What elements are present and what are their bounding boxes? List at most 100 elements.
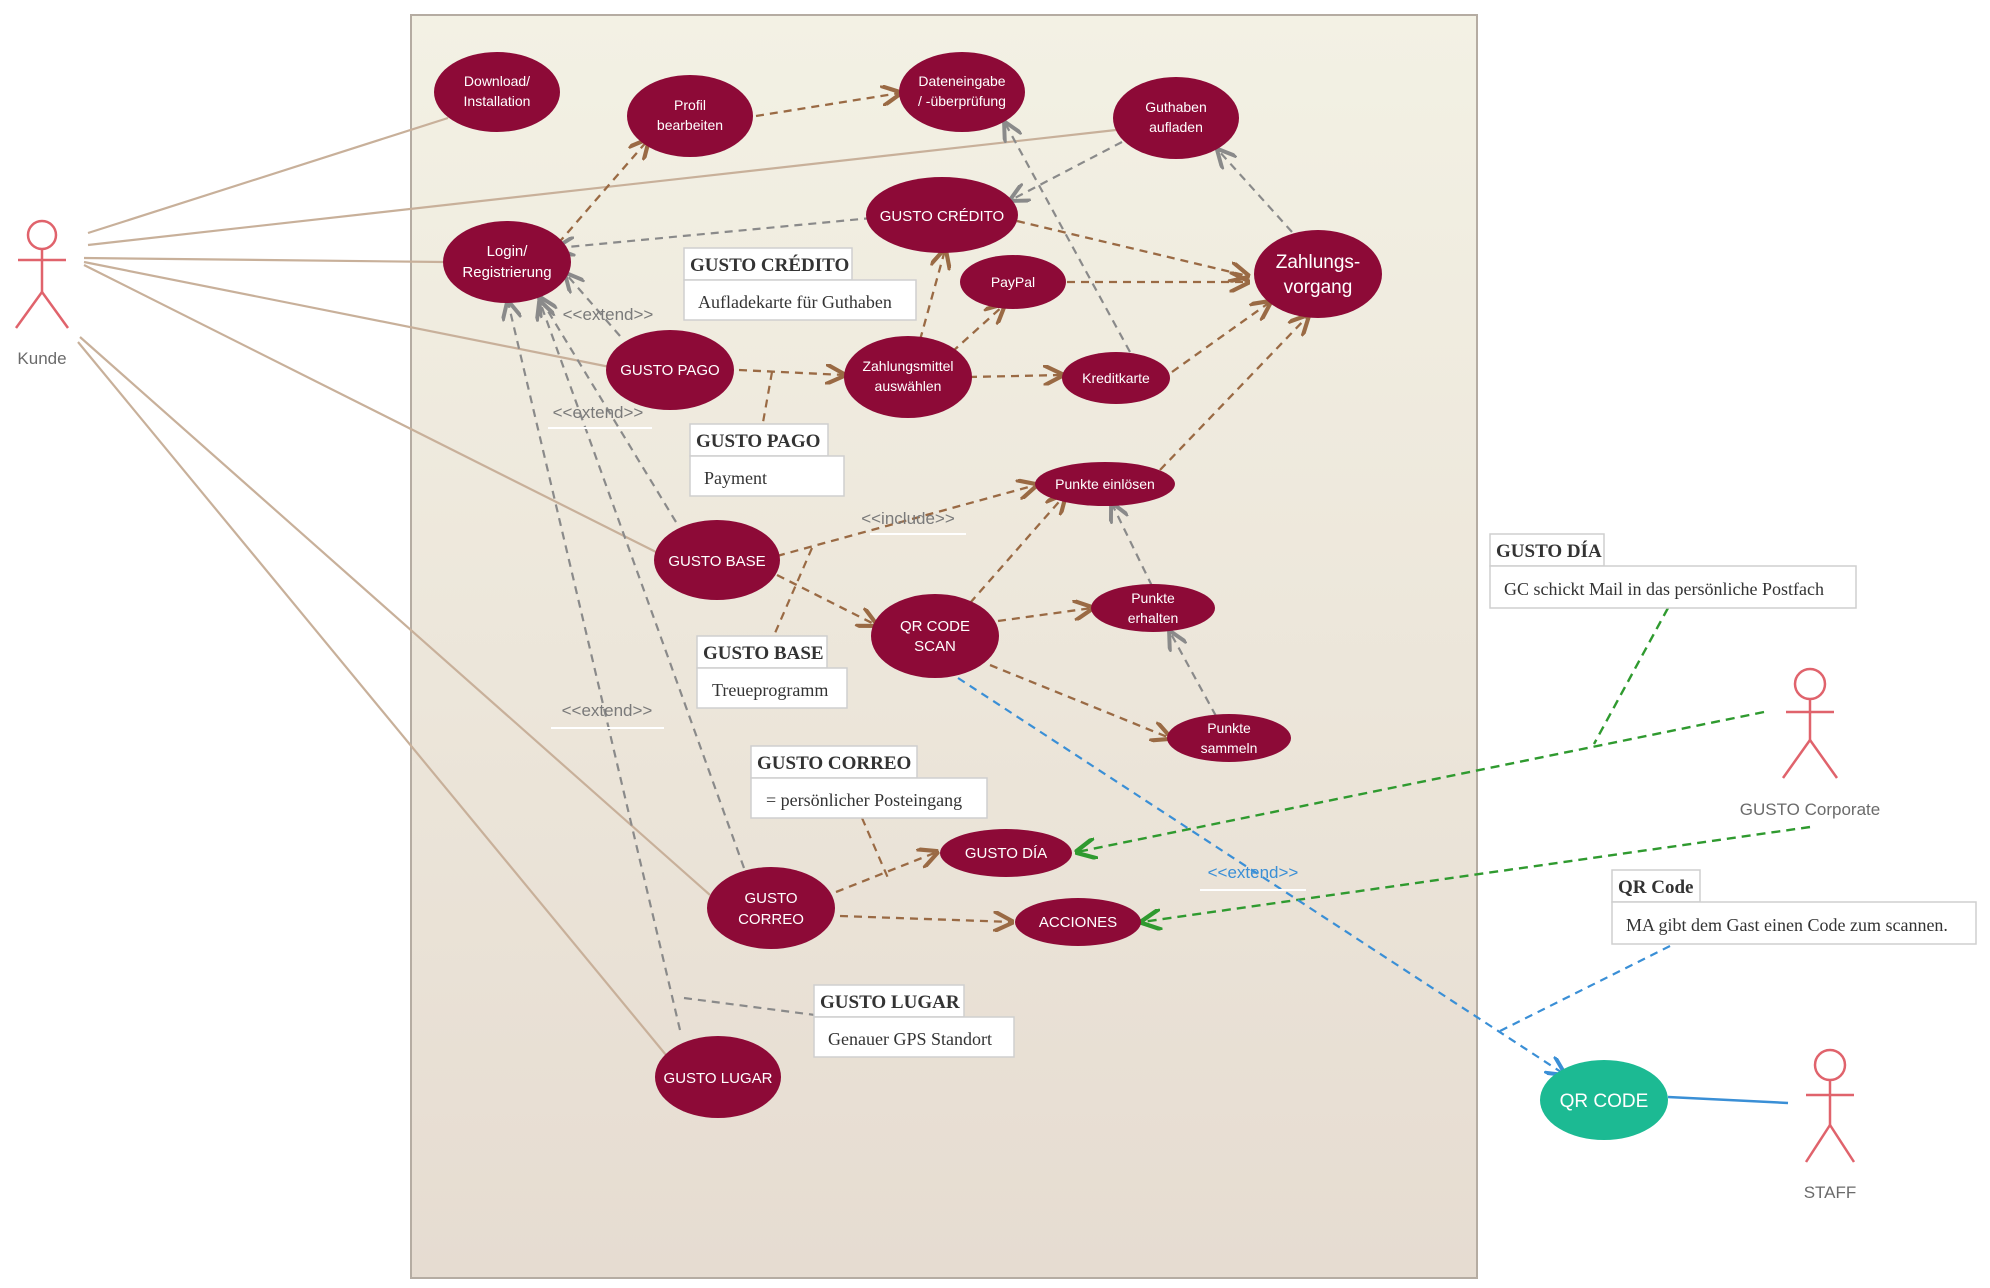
- assoc-kunde-download: [87, 116, 449, 235]
- assoc-kunde-lugar: [77, 341, 667, 1056]
- rel-qrscan-einloesen: [969, 495, 1065, 604]
- rel-qrscan-sammeln: [989, 663, 1170, 738]
- note-correo-title: GUSTO CORREO: [757, 753, 911, 774]
- usecase-dateneingabe[interactable]: Dateneingabe / -überprüfung: [899, 52, 1025, 132]
- rel-corporate-acciones: [1142, 825, 1811, 922]
- rel-zahlungsvorgang-guthaben: [1218, 150, 1293, 233]
- usecase-dateneingabe-line1: Dateneingabe: [918, 73, 1005, 89]
- assoc-kunde-base: [83, 264, 657, 553]
- usecase-sammeln-line2: sammeln: [1201, 740, 1258, 756]
- usecase-zahlungsmittel-line2: auswählen: [875, 378, 942, 394]
- rel-guthaben-credito: [1011, 141, 1123, 200]
- rel-base-einloesen: [776, 485, 1036, 558]
- usecase-login[interactable]: Login/ Registrierung: [443, 221, 571, 303]
- usecase-erhalten-line1: Punkte: [1131, 590, 1175, 606]
- rel-einloesen-zahlungsvorgang: [1159, 316, 1308, 471]
- usecase-kreditkarte[interactable]: Kreditkarte: [1062, 352, 1170, 404]
- usecase-download[interactable]: Download/ Installation: [434, 52, 560, 132]
- actor-corporate-label: GUSTO Corporate: [1740, 800, 1880, 819]
- usecase-lugar-line1: GUSTO LUGAR: [664, 1070, 773, 1087]
- actor-kunde-label: Kunde: [17, 349, 66, 368]
- actor-corporate[interactable]: [1781, 667, 1839, 779]
- label-include: <<include>>: [861, 509, 955, 528]
- rel-zahlungsmittel-paypal: [951, 305, 1004, 353]
- note-correo-body: = persönlicher Posteingang: [766, 790, 962, 810]
- usecase-acciones-line1: ACCIONES: [1039, 914, 1117, 931]
- note-credito-title: GUSTO CRÉDITO: [690, 254, 849, 276]
- actor-corporate-head: [1793, 667, 1827, 701]
- note-link-pago: [760, 371, 774, 429]
- note-links-brown: [760, 371, 890, 879]
- rel-base-qrscan: [776, 573, 876, 625]
- note-pago-title: GUSTO PAGO: [696, 431, 820, 452]
- usecase-sammeln[interactable]: Punkte sammeln: [1167, 714, 1291, 762]
- note-qr-body: MA gibt dem Gast einen Code zum scannen.: [1626, 915, 1948, 935]
- usecase-guthaben-line2: aufladen: [1149, 119, 1203, 135]
- usecase-guthaben-line1: Guthaben: [1145, 99, 1207, 115]
- assoc-kunde-pago: [83, 260, 611, 369]
- relation-labels: <<extend>> <<extend>> <<include>> <<exte…: [548, 305, 1306, 891]
- actor-kunde[interactable]: [14, 219, 70, 329]
- usecase-pago[interactable]: GUSTO PAGO: [606, 330, 734, 410]
- usecase-correo[interactable]: GUSTO CORREO: [707, 867, 835, 949]
- usecase-base[interactable]: GUSTO BASE: [654, 520, 780, 600]
- usecase-paypal-line1: PayPal: [991, 274, 1035, 290]
- note-lugar: GUSTO LUGAR Genauer GPS Standort: [813, 984, 1015, 1058]
- usecase-qrcode[interactable]: QR CODE: [1540, 1060, 1668, 1140]
- rel-sammeln-erhalten: [1170, 632, 1217, 717]
- usecase-zahlungsvorgang[interactable]: Zahlungs- vorgang: [1254, 230, 1382, 318]
- note-base-body: Treueprogramm: [712, 680, 828, 700]
- assoc-kunde-guthaben: [87, 128, 1117, 247]
- usecase-kreditkarte-line1: Kreditkarte: [1082, 370, 1150, 386]
- note-dia: GUSTO DÍA GC schickt Mail in das persönl…: [1489, 533, 1857, 609]
- actor-staff-head: [1813, 1048, 1847, 1082]
- usecase-erhalten[interactable]: Punkte erhalten: [1091, 584, 1215, 632]
- usecase-profil[interactable]: Profil bearbeiten: [627, 75, 753, 157]
- note-dia-title: GUSTO DÍA: [1496, 540, 1602, 562]
- note-pago: GUSTO PAGO Payment: [689, 423, 845, 497]
- note-qr: QR Code MA gibt dem Gast einen Code zum …: [1611, 869, 1977, 945]
- usecase-pago-line1: GUSTO PAGO: [620, 362, 719, 379]
- usecase-lugar[interactable]: GUSTO LUGAR: [655, 1036, 781, 1118]
- assoc-qrcode-staff: [1667, 1095, 1789, 1105]
- note-base: GUSTO BASE Treueprogramm: [696, 635, 848, 709]
- usecase-credito-line1: GUSTO CRÉDITO: [880, 208, 1004, 225]
- include-relations: [548, 93, 1308, 922]
- rel-login-profil: [548, 140, 648, 255]
- usecase-paypal[interactable]: PayPal: [960, 255, 1066, 309]
- usecases: Download/ Installation Profil bearbeiten…: [434, 52, 1668, 1140]
- note-link-dia: [1592, 607, 1670, 745]
- notes: GUSTO CRÉDITO Aufladekarte für Guthaben …: [683, 247, 1977, 1058]
- usecase-erhalten-line2: erhalten: [1128, 610, 1179, 626]
- usecase-zahlungsvorgang-line2: vorgang: [1284, 277, 1353, 298]
- label-extend-qr: <<extend>>: [1208, 863, 1299, 882]
- note-qr-title: QR Code: [1618, 877, 1693, 898]
- rel-erhalten-einloesen: [1112, 504, 1153, 587]
- usecase-profil-line1: Profil: [674, 97, 706, 113]
- usecase-einloesen[interactable]: Punkte einlösen: [1035, 462, 1175, 506]
- rel-qrscan-qrcode: [957, 677, 1564, 1074]
- usecase-credito[interactable]: GUSTO CRÉDITO: [866, 177, 1018, 253]
- actor-staff[interactable]: [1804, 1048, 1856, 1163]
- usecase-dia-line1: GUSTO DÍA: [965, 845, 1047, 862]
- usecase-dia[interactable]: GUSTO DÍA: [940, 829, 1072, 877]
- label-extend-3: <<extend>>: [562, 701, 653, 720]
- usecase-download-line2: Installation: [464, 93, 531, 109]
- note-dia-body: GC schickt Mail in das persönliche Postf…: [1504, 579, 1824, 599]
- associations-kunde: [77, 116, 1117, 1056]
- usecase-guthaben[interactable]: Guthaben aufladen: [1113, 77, 1239, 159]
- usecase-qrscan-line1: QR CODE: [900, 618, 970, 635]
- note-credito: GUSTO CRÉDITO Aufladekarte für Guthaben: [683, 247, 917, 321]
- usecase-qrscan-line2: SCAN: [914, 638, 956, 655]
- rel-qrscan-erhalten: [997, 608, 1092, 623]
- note-lugar-body: Genauer GPS Standort: [828, 1029, 992, 1049]
- usecase-acciones[interactable]: ACCIONES: [1015, 898, 1141, 946]
- usecase-base-line1: GUSTO BASE: [668, 553, 765, 570]
- rel-credito-zahlungsvorgang: [1016, 219, 1248, 276]
- rel-profil-dateneingabe: [755, 93, 900, 118]
- usecase-zahlungsmittel[interactable]: Zahlungsmittel auswählen: [844, 336, 972, 418]
- usecase-qrscan[interactable]: QR CODE SCAN: [871, 594, 999, 678]
- rel-lugar-login: [508, 302, 682, 1031]
- usecase-sammeln-line1: Punkte: [1207, 720, 1251, 736]
